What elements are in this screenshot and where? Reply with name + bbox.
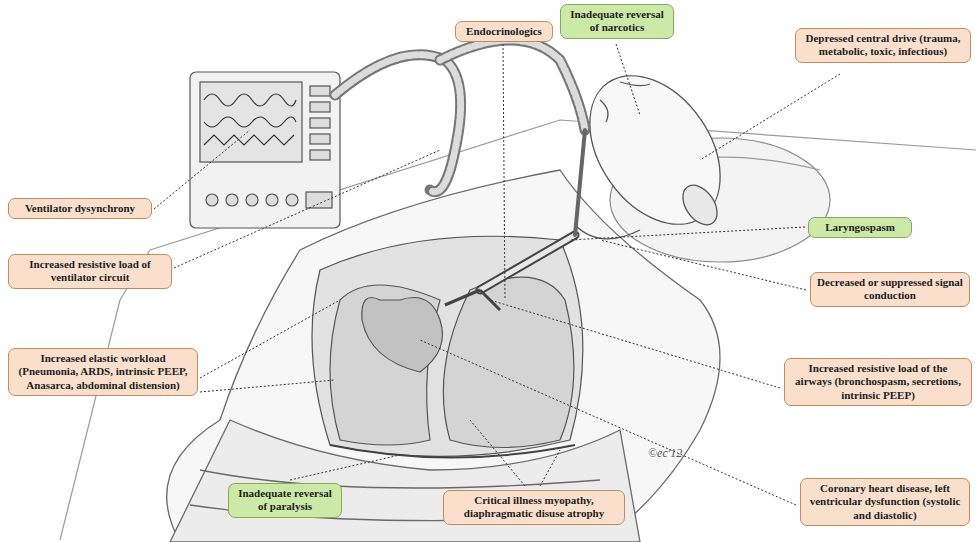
signature-label: ©ec'12 [648, 446, 682, 461]
callout-box: Laryngospasm [808, 217, 912, 238]
head-sketch-part [563, 51, 747, 248]
body-sketch [167, 170, 720, 542]
callout-text: Increased resistive load of ventilator c… [15, 258, 165, 285]
callout-box: Inadequate reversal of paralysis [228, 483, 342, 518]
callout-text: Inadequate reversal of narcotics [567, 8, 667, 35]
callout-box: Critical illness myopathy, diaphragmatic… [443, 490, 625, 525]
tubing-sketch-part [440, 40, 585, 130]
callout-text: Endocrinologics [462, 25, 546, 38]
thorax-sketch-part [312, 236, 583, 456]
thorax-sketch-part [480, 235, 575, 290]
thorax-sketch [312, 235, 583, 458]
leader-line-group-part [200, 380, 335, 392]
leader-line-group-part [290, 455, 400, 480]
callout-text: Increased resistive load of the airways … [791, 362, 965, 402]
leader-line-group-part [503, 44, 505, 300]
ventilator-sketch-part [286, 194, 298, 206]
tubing-sketch-part [335, 55, 461, 192]
leader-line-group-part [540, 450, 560, 486]
callout-text: Increased elastic workload (Pneumonia, A… [15, 352, 191, 392]
callout-box: Endocrinologics [455, 21, 553, 42]
tubing-sketch-part [575, 130, 585, 235]
tubing-sketch [335, 40, 585, 235]
ventilator-sketch-part [204, 94, 296, 106]
callout-text: Laryngospasm [815, 221, 905, 234]
bed-sketch-part [60, 300, 120, 540]
head-sketch-part [600, 100, 608, 122]
ventilator-sketch-part [310, 150, 330, 160]
leader-line-group [154, 44, 840, 505]
leader-line-group-part [570, 227, 805, 240]
ventilator-sketch-part [204, 135, 294, 145]
ventilator-sketch-part [266, 194, 278, 206]
callout-text: Decreased or suppressed signal conductio… [817, 276, 963, 303]
leader-line-group-part [600, 240, 806, 290]
head-sketch-part [620, 82, 650, 86]
callout-box: Inadequate reversal of narcotics [560, 4, 674, 39]
callout-text: Ventilator dysynchrony [15, 202, 145, 215]
tubing-sketch-part [440, 40, 585, 130]
thorax-sketch-part [443, 277, 574, 447]
callout-box: Decreased or suppressed signal conductio… [810, 272, 970, 307]
thorax-sketch-part [480, 235, 575, 290]
ventilator-sketch-part [310, 86, 330, 96]
thorax-sketch-part [362, 298, 443, 373]
ventilator-sketch-part [310, 118, 330, 128]
ventilator-sketch-part [310, 134, 330, 144]
callout-box: Coronary heart disease, left ventricular… [800, 478, 970, 526]
callout-box: Increased resistive load of ventilator c… [8, 254, 172, 289]
leader-line-group-part [470, 420, 525, 486]
leader-line-group-part [490, 300, 780, 388]
ventilator-sketch-part [206, 194, 218, 206]
leader-line-group-part [616, 44, 640, 115]
callout-box: Increased elastic workload (Pneumonia, A… [8, 348, 198, 396]
ventilator-sketch-part [200, 82, 302, 162]
ventilator-sketch-part [246, 194, 258, 206]
callout-box: Ventilator dysynchrony [8, 198, 152, 219]
head-sketch [563, 51, 747, 248]
leader-line-group-part [420, 340, 796, 505]
ventilator-sketch-part [226, 194, 238, 206]
callout-text: Critical illness myopathy, diaphragmatic… [450, 494, 618, 521]
leader-line-group-part [700, 74, 840, 160]
thorax-sketch-part [445, 290, 500, 310]
leader-line-group-part [154, 130, 250, 209]
head-sketch-part [676, 179, 724, 231]
ventilator-sketch-part [310, 102, 330, 112]
callout-box: Increased resistive load of the airways … [784, 358, 972, 406]
callout-text: Depressed central drive (trauma, metabol… [802, 32, 964, 59]
tubing-sketch-part [335, 55, 461, 192]
thorax-sketch-part [330, 445, 575, 458]
body-sketch-part [167, 170, 720, 542]
leader-line-group-part [174, 150, 440, 268]
leader-line-group-part [200, 300, 340, 378]
head-sketch-part [575, 225, 640, 239]
callout-text: Coronary heart disease, left ventricular… [807, 482, 963, 522]
ventilator-sketch-part [204, 117, 296, 127]
callout-text: Inadequate reversal of paralysis [235, 487, 335, 514]
callout-box: Depressed central drive (trauma, metabol… [795, 28, 971, 63]
